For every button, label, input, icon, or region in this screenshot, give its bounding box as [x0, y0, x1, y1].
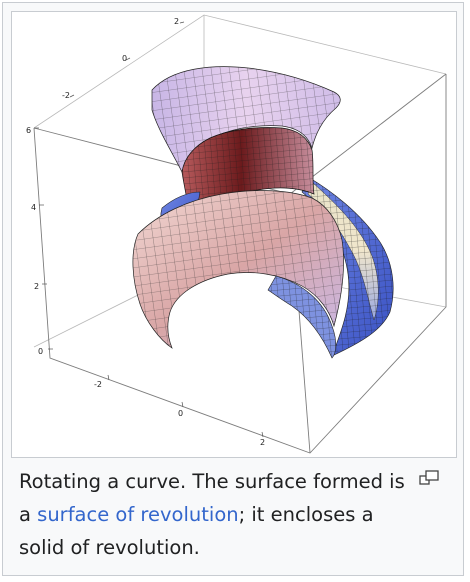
tick-label-top-0: 0 — [122, 54, 127, 63]
figure-image[interactable]: 2 0 -2 6 4 2 0 -2 0 2 — [11, 11, 457, 458]
caption-text-before: Rotating a curve. The surface formed is … — [19, 470, 405, 526]
tick-label-bottom-0: 0 — [178, 409, 183, 418]
tick-label-bottom-2: 2 — [260, 438, 265, 447]
tick-label-left-0: 0 — [38, 347, 43, 356]
tick-label-top-neg2: -2 — [62, 91, 70, 100]
figure-thumbnail: 2 0 -2 6 4 2 0 -2 0 2 — [2, 2, 464, 576]
tick-label-top-2: 2 — [174, 17, 179, 26]
tick-label-left-4: 4 — [31, 203, 36, 212]
magnify-clip-icon[interactable] — [419, 469, 441, 487]
tick-label-left-6: 6 — [26, 126, 31, 135]
tick-label-left-2: 2 — [34, 282, 39, 291]
figure-caption: Rotating a curve. The surface formed is … — [19, 465, 419, 564]
surface-of-revolution — [132, 66, 394, 359]
surface-of-revolution-link[interactable]: surface of revolution — [37, 503, 239, 526]
tick-label-bottom-neg2: -2 — [94, 380, 102, 389]
tick-marks — [34, 21, 264, 438]
surface-plot: 2 0 -2 6 4 2 0 -2 0 2 — [26, 14, 447, 454]
caption-text-after: ; it encloses a solid of revolution. — [19, 503, 374, 559]
